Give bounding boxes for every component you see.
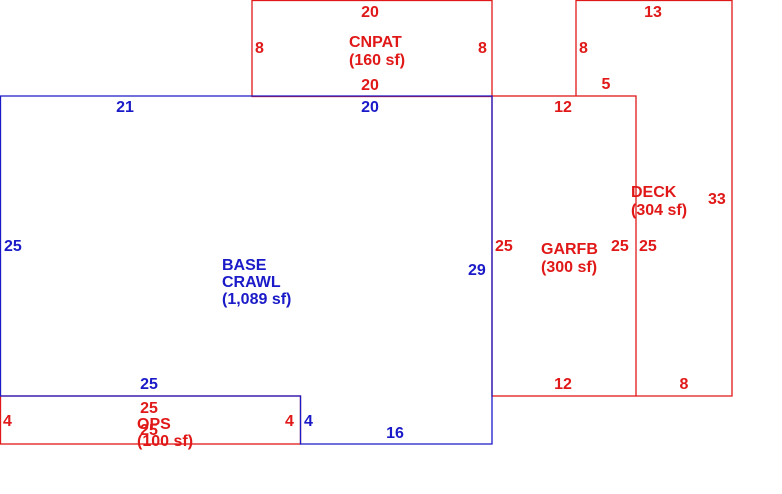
deck-name: DECK	[631, 184, 677, 201]
ops-bottom-dim: 25	[140, 422, 158, 439]
deck-outline	[575, 0, 733, 397]
cnpat-left-dim: 8	[255, 40, 264, 57]
base-area: (1,089 sf)	[222, 291, 291, 308]
deck-area: (304 sf)	[631, 202, 687, 219]
base-outline	[0, 95, 493, 445]
cnpat-top-dim: 20	[361, 4, 379, 21]
ops-left-dim: 4	[3, 413, 12, 430]
base-top-left-dim: 21	[116, 99, 134, 116]
deck-left-lower-dim: 25	[639, 238, 657, 255]
ops-area: (100 sf)	[137, 433, 193, 450]
base-left-dim: 25	[4, 238, 22, 255]
garfb-bottom-dim: 12	[554, 376, 572, 393]
base-top-mid-dim: 20	[361, 99, 379, 116]
deck-left-upper-dim: 8	[579, 40, 588, 57]
ops-right-dim: 4	[285, 413, 294, 430]
base-bottom-left-dim: 25	[140, 376, 158, 393]
deck-bottom-dim: 8	[680, 376, 689, 393]
deck-top-dim: 13	[644, 4, 662, 21]
cnpat-area: (160 sf)	[349, 52, 405, 69]
base-bottom-right-dim: 16	[386, 425, 404, 442]
garfb-top-dim: 12	[554, 99, 572, 116]
base-step-dim: 4	[304, 413, 313, 430]
cnpat-right-dim: 8	[478, 40, 487, 57]
cnpat-bottom-dim: 20	[361, 77, 379, 94]
base-name-line1: BASE	[222, 257, 267, 274]
ops-top-dim: 25	[140, 400, 158, 417]
garfb-left-dim: 25	[495, 238, 513, 255]
ops-name: OPS	[137, 416, 171, 433]
deck-right-dim: 33	[708, 191, 726, 208]
garfb-name: GARFB	[541, 241, 598, 258]
base-right-dim: 29	[468, 262, 486, 279]
deck-step-dim: 5	[602, 76, 611, 93]
garfb-area: (300 sf)	[541, 259, 597, 276]
base-name-line2: CRAWL	[222, 274, 281, 291]
cnpat-name: CNPAT	[349, 34, 402, 51]
garfb-right-dim: 25	[611, 238, 629, 255]
